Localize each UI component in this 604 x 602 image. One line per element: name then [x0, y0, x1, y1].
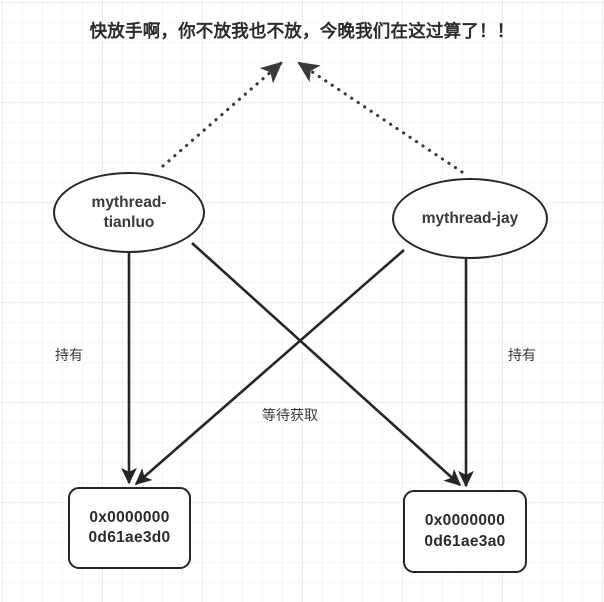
edge-label-hold-left: 持有 [55, 347, 83, 363]
edge-label-hold-right: 持有 [508, 347, 536, 363]
edge-jay-callout [297, 61, 464, 174]
node-thread-jay-label: mythread-jay [422, 209, 518, 229]
node-label-line1: mythread- [91, 193, 167, 211]
node-lock-d0[interactable]: 0x0000000 0d61ae3d0 [68, 487, 191, 569]
node-lock-d0-label: 0x0000000 0d61ae3d0 [89, 508, 171, 549]
node-label-line2: 0d61ae3d0 [88, 529, 171, 546]
edge-tianluo-callout [161, 61, 283, 168]
node-label-line2: 0d61ae3a0 [424, 532, 506, 550]
node-thread-jay[interactable]: mythread-jay [392, 178, 548, 259]
node-label-line1: 0x0000000 [424, 512, 506, 530]
node-lock-a0-label: 0x0000000 0d61ae3a0 [424, 511, 505, 552]
node-label-line2: tianluo [103, 213, 155, 231]
node-thread-tianluo[interactable]: mythread- tianluo [53, 172, 205, 253]
edge-jay-waits-d0 [134, 249, 405, 485]
node-lock-a0[interactable]: 0x0000000 0d61ae3a0 [403, 490, 527, 573]
node-label-line1: 0x0000000 [89, 508, 170, 526]
edge-label-wait: 等待获取 [262, 407, 318, 423]
diagram-title: 快放手啊，你不放我也不放，今晚我们在这过算了！！ [89, 21, 515, 41]
node-thread-tianluo-label: mythread- tianluo [92, 193, 167, 233]
edge-tianluo-waits-a0 [191, 242, 462, 487]
node-label-line1: mythread-jay [421, 209, 519, 227]
